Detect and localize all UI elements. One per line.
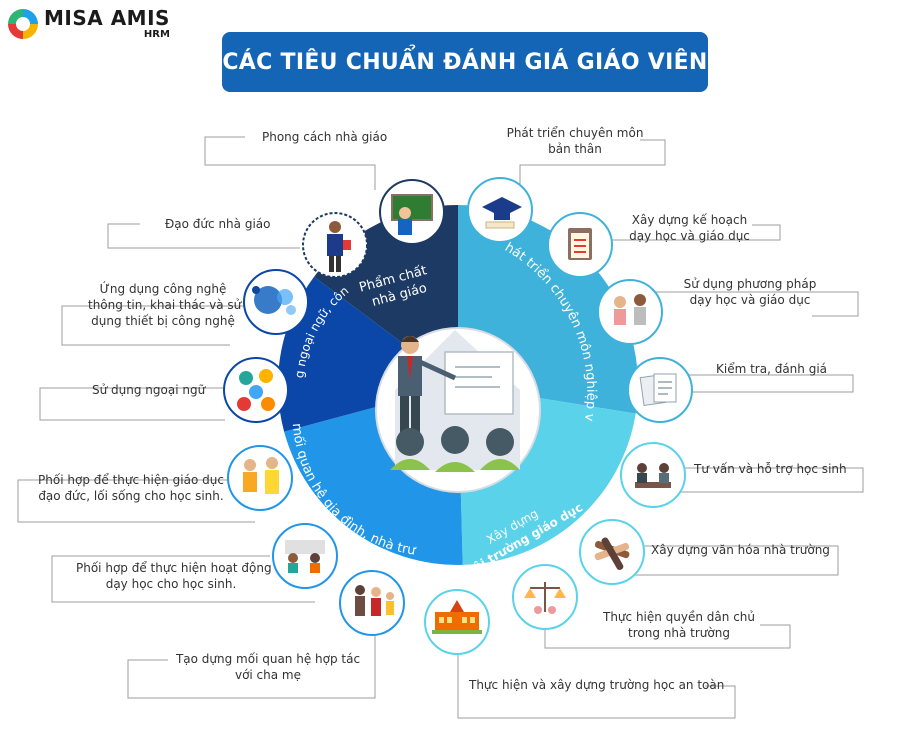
label-an-toan: Thực hiện và xây dựng trường học an toàn xyxy=(469,678,725,692)
brand-sub: HRM xyxy=(143,29,170,40)
counseling-icon xyxy=(620,442,686,508)
hands-together-icon xyxy=(579,519,645,585)
label-ke-hoach: Xây dựng kế hoạch dạy học và giáo dục xyxy=(629,213,750,243)
label-van-hoa: Xây dựng văn hóa nhà trường xyxy=(651,543,830,557)
family-icon xyxy=(339,570,405,636)
teaching-method-icon xyxy=(597,279,663,345)
brand-name: MISA AMIS xyxy=(44,6,170,30)
brand-logo: MISA AMIS HRM xyxy=(8,8,170,40)
label-phoi-hop-day-hoc: Phối hợp để thực hiện hoạt động dạy học … xyxy=(76,561,272,591)
languages-icon xyxy=(223,357,289,423)
scales-icon xyxy=(512,564,578,630)
label-dao-duc: Đạo đức nhà giáo xyxy=(165,217,271,231)
label-tu-van: Tư vấn và hỗ trợ học sinh xyxy=(694,462,847,476)
documents-icon xyxy=(627,357,693,423)
graduation-cap-icon xyxy=(467,177,533,243)
presenter-icon xyxy=(390,330,520,472)
title-banner: CÁC TIÊU CHUẨN ĐÁNH GIÁ GIÁO VIÊN xyxy=(222,32,708,92)
label-ung-dung-cntt: Ứng dụng công nghệ thông tin, khai thác … xyxy=(88,282,242,328)
teacher-board-icon xyxy=(379,179,445,245)
label-phuong-phap: Sử dụng phương pháp dạy học và giáo dục xyxy=(683,277,817,307)
connector-lines xyxy=(17,136,864,719)
parent-teacher-icon xyxy=(227,445,293,511)
brand-logo-icon xyxy=(8,9,38,39)
school-building-icon xyxy=(424,589,490,655)
label-dan-chu: Thực hiện quyền dân chủ trong nhà trường xyxy=(602,610,756,640)
label-ngoai-ngu: Sử dụng ngoại ngữ xyxy=(92,383,206,397)
label-cha-me: Tạo dựng mối quan hệ hợp tác với cha mẹ xyxy=(175,652,361,682)
label-phat-trien-cm: Phát triển chuyên môn bản thân xyxy=(506,126,644,156)
globe-dots-icon xyxy=(243,269,309,335)
classroom-meeting-icon xyxy=(272,523,338,589)
label-kiem-tra: Kiểm tra, đánh giá xyxy=(716,362,828,376)
icon-circles xyxy=(223,177,693,655)
label-phong-cach: Phong cách nhà giáo xyxy=(262,130,388,144)
label-phoi-hop-dao-duc: Phối hợp để thực hiện giáo dục đạo đức, … xyxy=(38,473,224,503)
page-title: CÁC TIÊU CHUẨN ĐÁNH GIÁ GIÁO VIÊN xyxy=(222,49,708,75)
teacher-standing-icon xyxy=(302,212,368,278)
center-illustration xyxy=(375,327,541,493)
checklist-icon xyxy=(547,212,613,278)
